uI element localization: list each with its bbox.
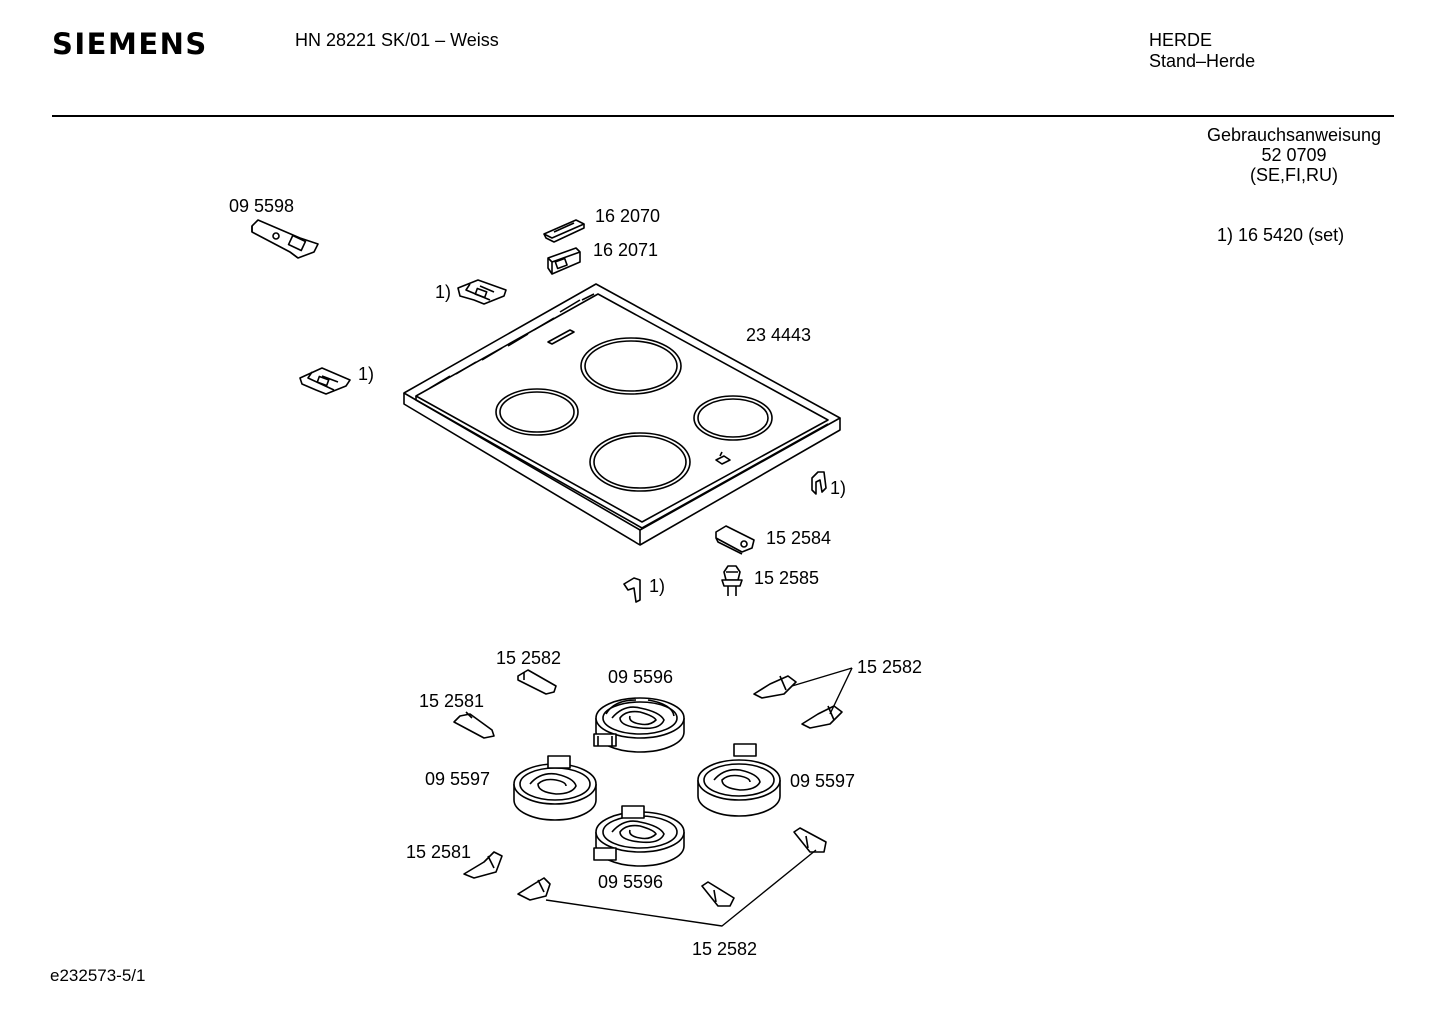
part-095597-heater-left[interactable]: [513, 755, 597, 821]
label-095597-left: 09 5597: [425, 769, 491, 789]
model-title: HN 28221 SK/01 – Weiss: [295, 30, 499, 50]
label-152585: 15 2585: [754, 568, 820, 588]
part-152582-clip-bottom-right[interactable]: [793, 827, 827, 853]
part-152582-clip-bottom-left[interactable]: [517, 877, 551, 901]
label-152582-right: 15 2582: [857, 657, 923, 677]
label-095598: 09 5598: [229, 196, 295, 216]
part-set-bracket-a[interactable]: [457, 279, 507, 305]
part-095598-bracket[interactable]: [251, 219, 319, 259]
part-152582-clip-right-a[interactable]: [753, 675, 797, 699]
set-footnote: 1) 16 5420 (set): [1217, 225, 1345, 245]
zone-front-large: [589, 432, 691, 492]
part-152582-clip-bottom-mid[interactable]: [701, 881, 735, 907]
zone-left: [495, 388, 579, 436]
part-152581-clip-upper[interactable]: [453, 711, 495, 739]
label-095596-bottom: 09 5596: [598, 872, 664, 892]
part-152585-sensor[interactable]: [721, 565, 743, 596]
brand-logo: SIEMENS: [52, 27, 208, 61]
part-set-clip-c[interactable]: [811, 471, 827, 495]
part-152581-clip-lower[interactable]: [463, 851, 503, 879]
label-set-a: 1): [435, 282, 452, 302]
label-152582-bottom: 15 2582: [692, 939, 758, 959]
label-152581-upper: 15 2581: [419, 691, 485, 711]
label-set-d: 1): [649, 576, 666, 596]
manual-languages: (SE,FI,RU): [1250, 165, 1338, 185]
label-set-c: 1): [830, 478, 847, 498]
manual-number: 52 0709: [1261, 145, 1327, 165]
label-095597-right: 09 5597: [790, 771, 856, 791]
control-strip: [429, 293, 595, 389]
part-set-bracket-b[interactable]: [299, 367, 351, 395]
part-152582-clip-right-b[interactable]: [801, 705, 843, 729]
part-162071-clip[interactable]: [547, 247, 581, 275]
part-234443-cooktop[interactable]: [403, 283, 841, 546]
part-162070-clip[interactable]: [543, 219, 585, 243]
label-152584: 15 2584: [766, 528, 832, 548]
part-095596-heater-bottom[interactable]: [593, 805, 685, 867]
part-set-clip-d[interactable]: [623, 577, 641, 603]
part-095596-heater-top[interactable]: [593, 697, 685, 753]
label-234443: 23 4443: [746, 325, 812, 345]
label-152581-lower: 15 2581: [406, 842, 472, 862]
part-095597-heater-right[interactable]: [697, 743, 781, 817]
document-id: e232573-5/1: [50, 966, 146, 985]
label-162071: 16 2071: [593, 240, 659, 260]
zone-rear-large: [580, 337, 682, 395]
part-152584-bracket[interactable]: [715, 525, 755, 555]
label-095596-top: 09 5596: [608, 667, 674, 687]
category-block: HERDE Stand–Herde: [1149, 30, 1255, 72]
part-152582-clip-top[interactable]: [517, 669, 557, 695]
manual-title: Gebrauchsanweisung: [1206, 125, 1382, 145]
label-set-b: 1): [358, 364, 375, 384]
label-152582-top: 15 2582: [496, 648, 562, 668]
category-line-2: Stand–Herde: [1149, 51, 1256, 71]
header-divider: [52, 115, 1394, 117]
zone-right: [693, 395, 773, 441]
category-line-1: HERDE: [1149, 30, 1213, 50]
leader-lines: [545, 667, 853, 927]
label-162070: 16 2070: [595, 206, 661, 226]
manual-reference: Gebrauchsanweisung 52 0709 (SE,FI,RU): [1195, 125, 1393, 185]
